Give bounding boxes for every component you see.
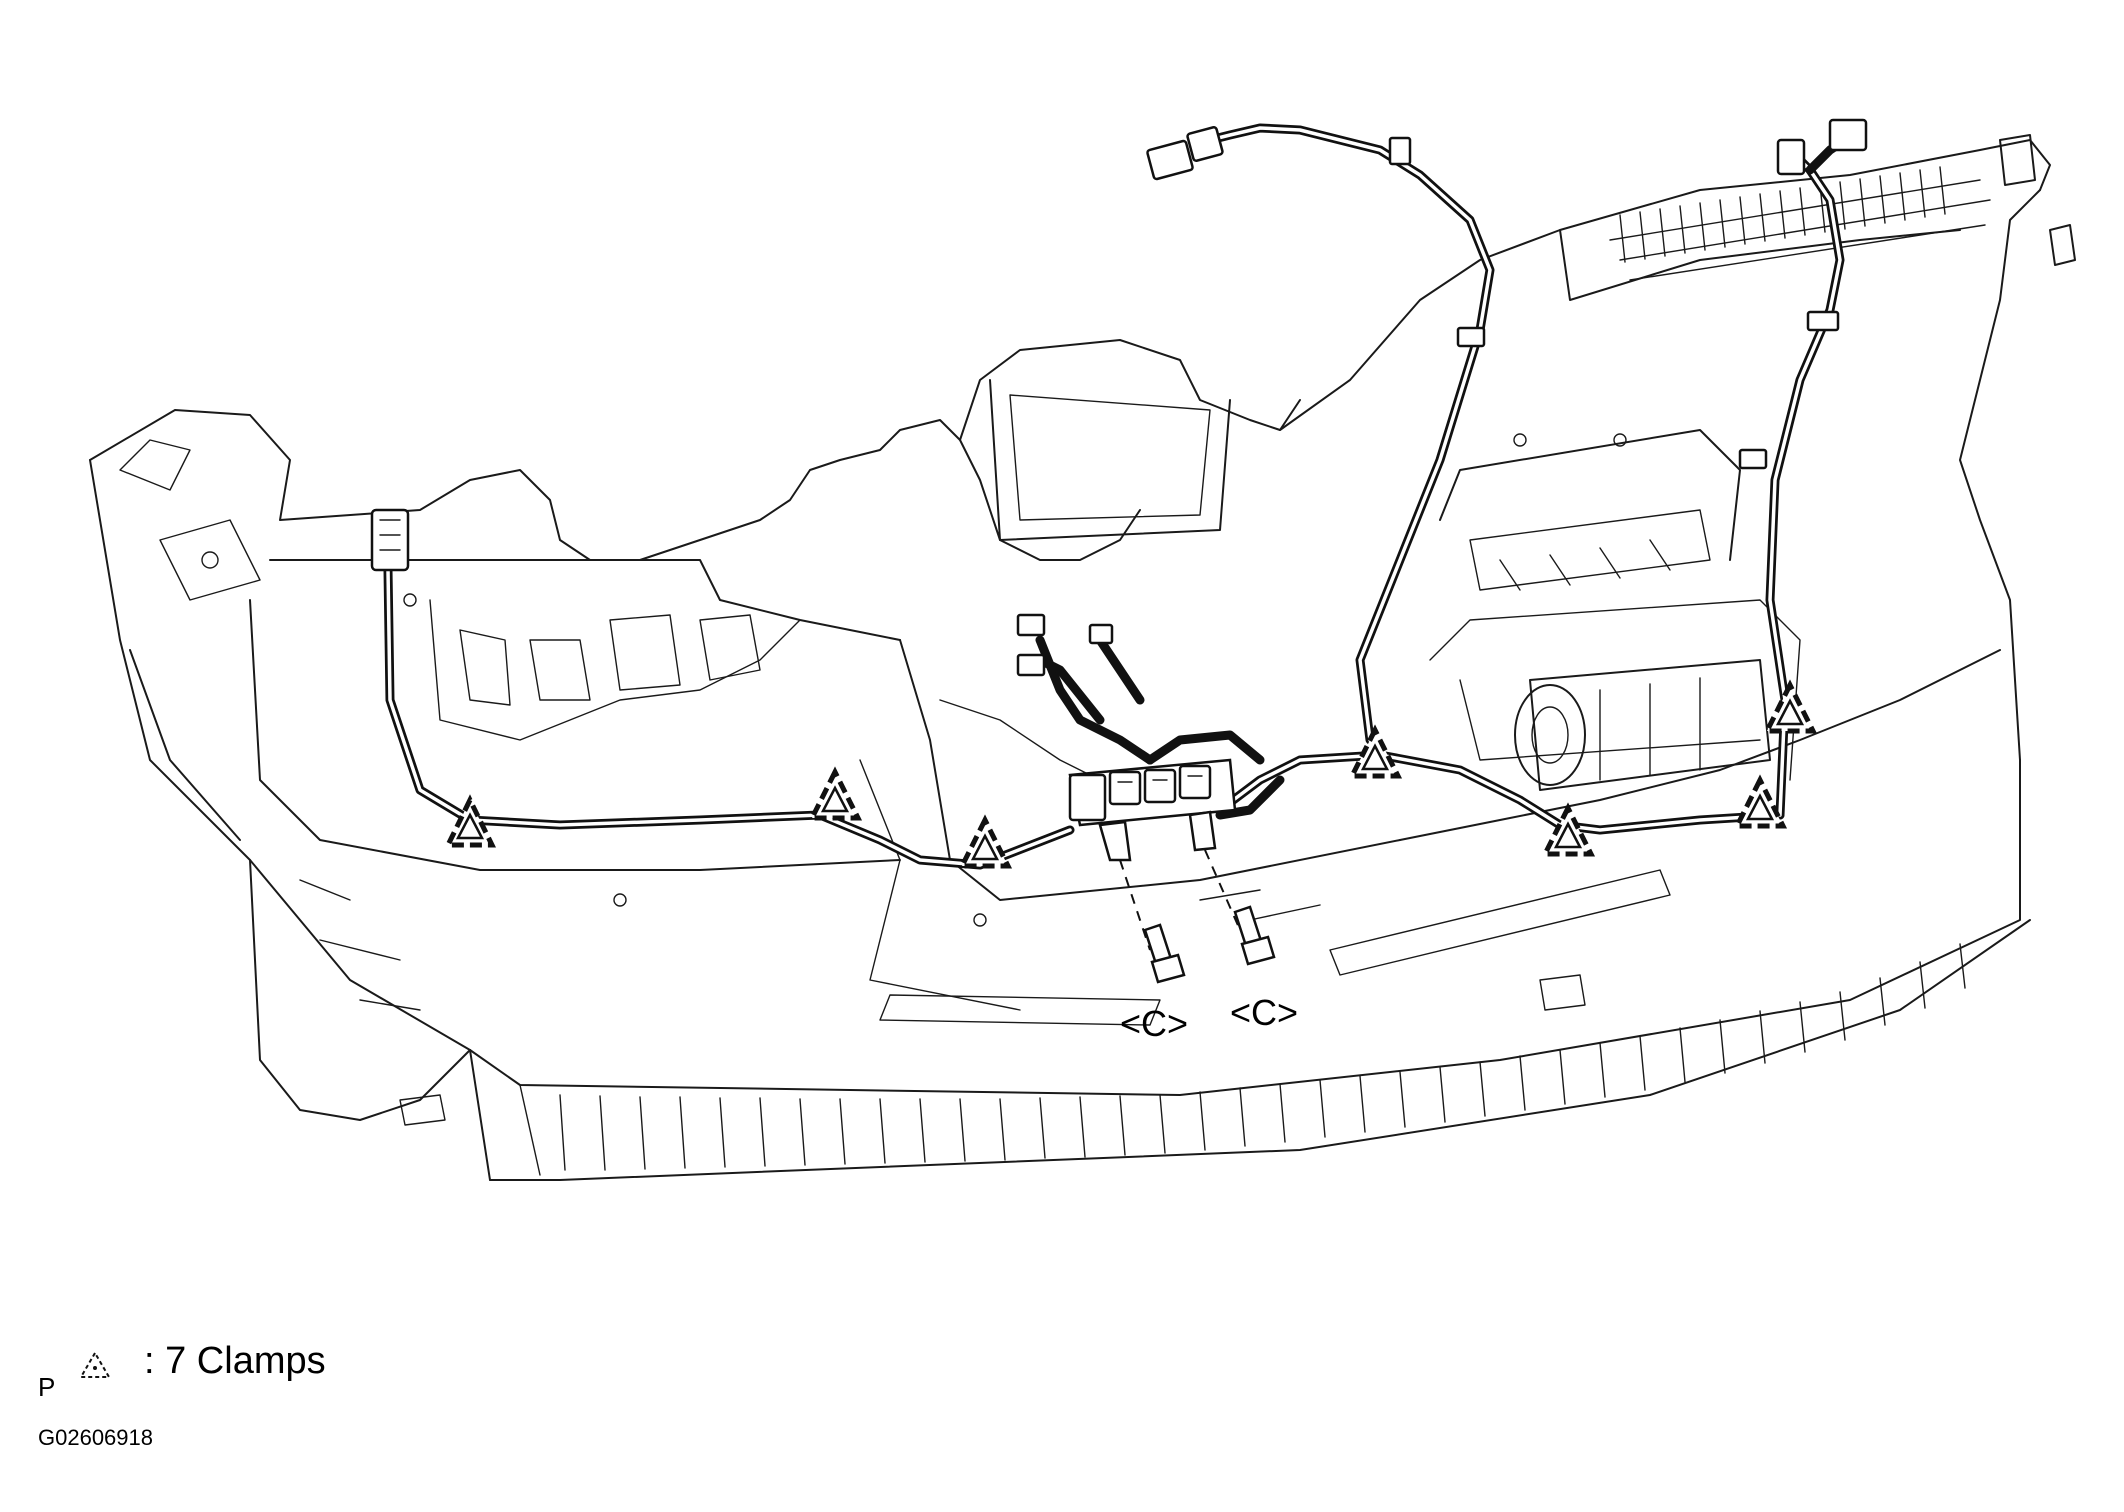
clamp-2 [807, 766, 863, 821]
center-small-connectors [1016, 613, 1114, 677]
legend-prefix: P [38, 1372, 56, 1402]
bolt-left [1143, 923, 1186, 984]
figure-code: G02606918 [38, 1425, 153, 1450]
front-lip-ribs [559, 943, 1966, 1171]
wire-harness [383, 123, 1850, 870]
clamps [443, 679, 1818, 869]
clamp-7 [1762, 679, 1818, 734]
clamp-5 [1540, 802, 1596, 857]
clamp-triangle-icon [79, 1351, 111, 1378]
left-connector [370, 508, 410, 572]
bolt-callout-left: <C> [1120, 1003, 1189, 1044]
clamp-3 [957, 814, 1013, 869]
top-vent-grille [1619, 166, 1946, 263]
clamp-6 [1732, 774, 1788, 829]
clamp-4 [1347, 724, 1403, 779]
harness-connectors [370, 118, 1868, 677]
airbag-inflator [1514, 659, 1771, 791]
instrument-panel-frame [89, 134, 2076, 1181]
bolt-callout-right: <C> [1230, 992, 1299, 1033]
clamp-1 [443, 794, 497, 848]
junction-connector-block [1068, 758, 1237, 862]
bolts-c [1119, 849, 1276, 984]
legend-text: : 7 Clamps [144, 1340, 326, 1382]
bolt-right [1233, 905, 1276, 966]
harness-clips [1388, 136, 1840, 470]
top-connector [1146, 126, 1224, 181]
top-right-connectors [1776, 118, 1868, 176]
